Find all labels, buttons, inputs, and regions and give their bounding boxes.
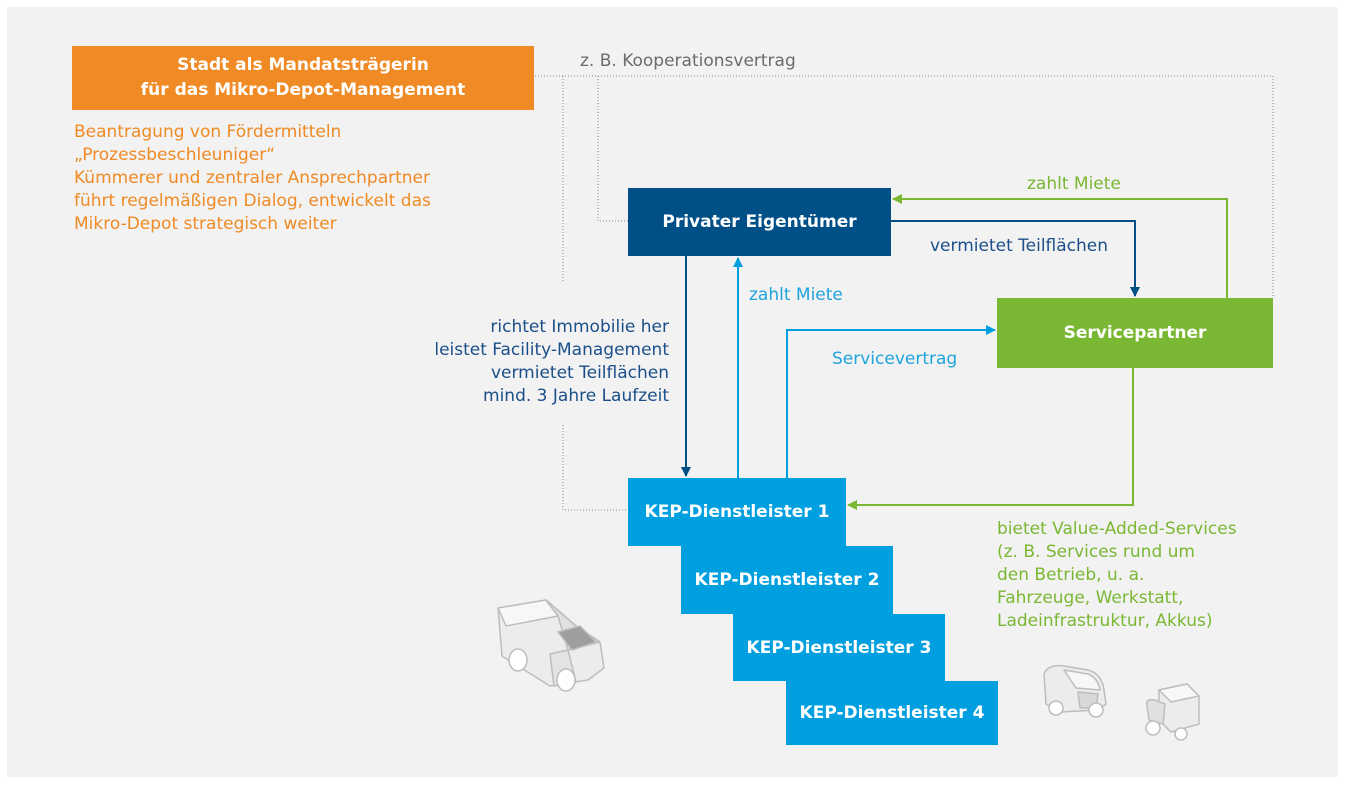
stadt-desc-line: „Prozessbeschleuniger“	[74, 145, 275, 165]
van-icon	[497, 599, 605, 692]
arrow-servicepartner-to-eigentuemer	[892, 194, 1228, 298]
stadt-desc-line: Mikro-Depot strategisch weiter	[74, 214, 337, 234]
leistung-line: richtet Immobilie her	[490, 317, 669, 337]
eigentuemer-box: Privater Eigentümer	[628, 188, 891, 256]
stadt-desc-line: führt regelmäßigen Dialog, entwickelt da…	[74, 191, 431, 211]
arrow-kep1-to-servicepartner	[786, 325, 996, 478]
value-added-line: Ladeinfrastruktur, Akkus)	[997, 611, 1213, 631]
kep-label: KEP-Dienstleister 4	[799, 703, 985, 723]
kep-label: KEP-Dienstleister 3	[746, 637, 932, 658]
kep-label: KEP-Dienstleister 1	[644, 502, 830, 522]
kep-label: KEP-Dienstleister 2	[694, 570, 880, 590]
stadt-box: Stadt als Mandatsträgerin für das Mikro-…	[72, 46, 534, 110]
cargo-trike-icon	[1043, 664, 1107, 718]
zahlt-miete-cyan-label: zahlt Miete	[749, 285, 843, 305]
stadt-desc-line: Beantragung von Fördermitteln	[74, 122, 342, 142]
stadt-description: Beantragung von Fördermitteln „Prozessbe…	[74, 121, 431, 236]
arrow-servicepartner-to-kep1	[847, 368, 1134, 510]
diagram-panel	[7, 7, 1338, 777]
value-added-line: (z. B. Services rund um	[997, 542, 1195, 562]
value-added-line: bietet Value-Added-Services	[997, 519, 1237, 539]
vermietet-teilflaechen-label: vermietet Teilflächen	[930, 236, 1109, 256]
eigentuemer-leistungen: richtet Immobilie her leistet Facility-M…	[434, 316, 669, 408]
cargo-bike-icon	[1145, 683, 1200, 741]
arrow-eigentuemer-to-servicepartner	[891, 220, 1140, 297]
zahlt-miete-green-label: zahlt Miete	[1027, 174, 1121, 194]
value-added-services: bietet Value-Added-Services (z. B. Servi…	[997, 518, 1237, 633]
leistung-line: vermietet Teilflächen	[490, 363, 669, 383]
servicevertrag-label: Servicevertrag	[832, 349, 958, 369]
kooperation-label: z. B. Kooperationsvertrag	[580, 51, 796, 71]
stadt-title-line1: Stadt als Mandatsträgerin	[177, 55, 429, 75]
stadt-title-line2: für das Mikro-Depot-Management	[140, 80, 466, 100]
servicepartner-box: Servicepartner	[997, 298, 1273, 368]
stadt-desc-line: Kümmerer und zentraler Ansprechpartner	[74, 168, 431, 188]
value-added-line: den Betrieb, u. a.	[997, 565, 1145, 585]
kep-box-2: KEP-Dienstleister 2	[681, 546, 893, 614]
servicepartner-label: Servicepartner	[1063, 323, 1207, 343]
kep-box-1: KEP-Dienstleister 1	[628, 478, 846, 546]
kooperation-dotted-lines	[535, 75, 1274, 511]
leistung-line: mind. 3 Jahre Laufzeit	[483, 386, 669, 406]
kep-box-4: KEP-Dienstleister 4	[786, 681, 998, 745]
value-added-line: Fahrzeuge, Werkstatt,	[997, 588, 1184, 608]
eigentuemer-label: Privater Eigentümer	[662, 212, 857, 232]
kep-box-3: KEP-Dienstleister 3	[733, 614, 945, 681]
leistung-line: leistet Facility-Management	[434, 340, 669, 360]
